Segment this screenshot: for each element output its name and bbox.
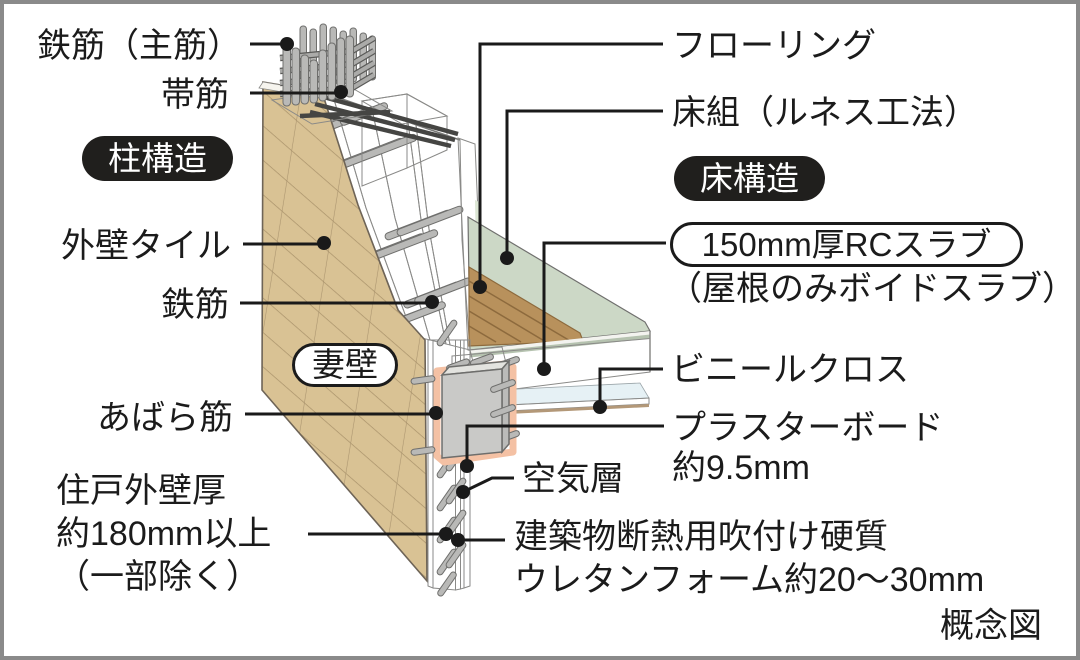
label-vinyl-cloth: ビニールクロス [671, 351, 909, 389]
label-exterior-tile: 外壁タイル [61, 227, 231, 265]
label-floor-frame: 床組（ルネス工法） [672, 94, 978, 132]
label-stirrup: あばら筋 [97, 399, 233, 437]
stirrup-box [410, 353, 520, 466]
label-rc-slab-note: （屋根のみボイドスラブ） [668, 270, 1076, 308]
hoop-bars-on-wall [309, 93, 459, 149]
label-rebar-main: 鉄筋（主筋） [37, 27, 241, 65]
label-wall-thickness-line3: （一部除く） [56, 558, 260, 596]
label-plasterboard-line2: 約9.5mm [672, 449, 810, 487]
label-flooring: フローリング [672, 27, 876, 65]
label-wall-thickness-line1: 住戸外壁厚 [56, 472, 226, 510]
badge-column-structure: 柱構造 [82, 136, 233, 181]
label-insulation-line2: ウレタンフォーム約20〜30mm [514, 561, 985, 599]
label-rebar: 鉄筋 [161, 286, 229, 324]
rebar-cage [279, 23, 376, 107]
ceiling-board-bottom [487, 404, 649, 415]
wall-rebar-rods [327, 102, 472, 331]
label-insulation-line1: 建築物断熱用吹付け硬質 [514, 518, 888, 556]
label-wall-thickness: 住戸外壁厚 約180mm以上 （一部除く） [56, 470, 271, 599]
label-hoop-bar: 帯筋 [161, 76, 229, 114]
label-insulation: 建築物断熱用吹付け硬質 ウレタンフォーム約20〜30mm [514, 516, 984, 602]
label-wall-thickness-line2: 約180mm以上 [56, 515, 272, 553]
exterior-tile-wall [258, 81, 428, 584]
badge-gable-wall: 妻壁 [292, 343, 398, 387]
label-plasterboard-line1: プラスターボード [672, 409, 944, 447]
label-air-layer: 空気層 [522, 460, 624, 498]
leader-lines [240, 37, 666, 547]
label-rc-slab: 150mm厚RCスラブ [670, 222, 1023, 267]
badge-floor-structure: 床構造 [674, 156, 825, 201]
caption-concept-diagram: 概念図 [940, 607, 1042, 645]
flooring-planks [468, 280, 573, 343]
label-plasterboard: プラスターボード 約9.5mm [672, 408, 943, 488]
